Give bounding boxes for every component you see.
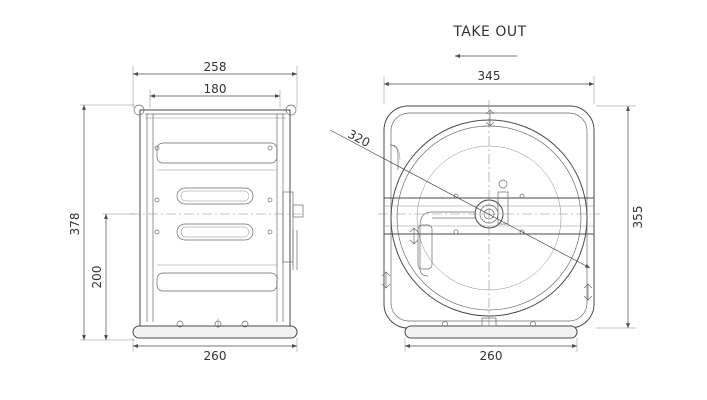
slot-lower bbox=[176, 223, 254, 241]
drum-flange-bottom bbox=[156, 272, 278, 292]
swivel-joint bbox=[497, 191, 509, 225]
dim-side-top-width: 258 bbox=[204, 60, 227, 74]
dim-side-axis-height: 200 bbox=[90, 266, 104, 289]
side-view bbox=[130, 104, 305, 339]
dim-side-total-height: 378 bbox=[68, 213, 82, 236]
front-view bbox=[378, 100, 600, 339]
crank-housing bbox=[282, 191, 294, 263]
side-dimensions: 258 180 378 200 260 bbox=[68, 60, 298, 363]
side-base bbox=[132, 325, 298, 339]
dim-side-base-width: 260 bbox=[204, 349, 227, 363]
slot-upper bbox=[176, 187, 254, 205]
crank-arm bbox=[419, 211, 433, 277]
front-base bbox=[404, 325, 578, 339]
dim-front-total-height: 355 bbox=[631, 206, 645, 229]
crank-handle bbox=[417, 224, 433, 270]
dim-front-base-width: 260 bbox=[480, 349, 503, 363]
dim-front-top-width: 345 bbox=[478, 69, 501, 83]
dim-side-inner-width: 180 bbox=[204, 82, 227, 96]
corner-roller bbox=[133, 104, 145, 116]
drum-diameter-leader bbox=[329, 129, 591, 269]
drum-flange-top bbox=[156, 142, 278, 164]
dim-drum-diameter: 320 bbox=[345, 127, 372, 150]
direction-label: TAKE OUT bbox=[452, 24, 526, 40]
corner-roller bbox=[285, 104, 297, 116]
shaft-end bbox=[292, 204, 304, 218]
